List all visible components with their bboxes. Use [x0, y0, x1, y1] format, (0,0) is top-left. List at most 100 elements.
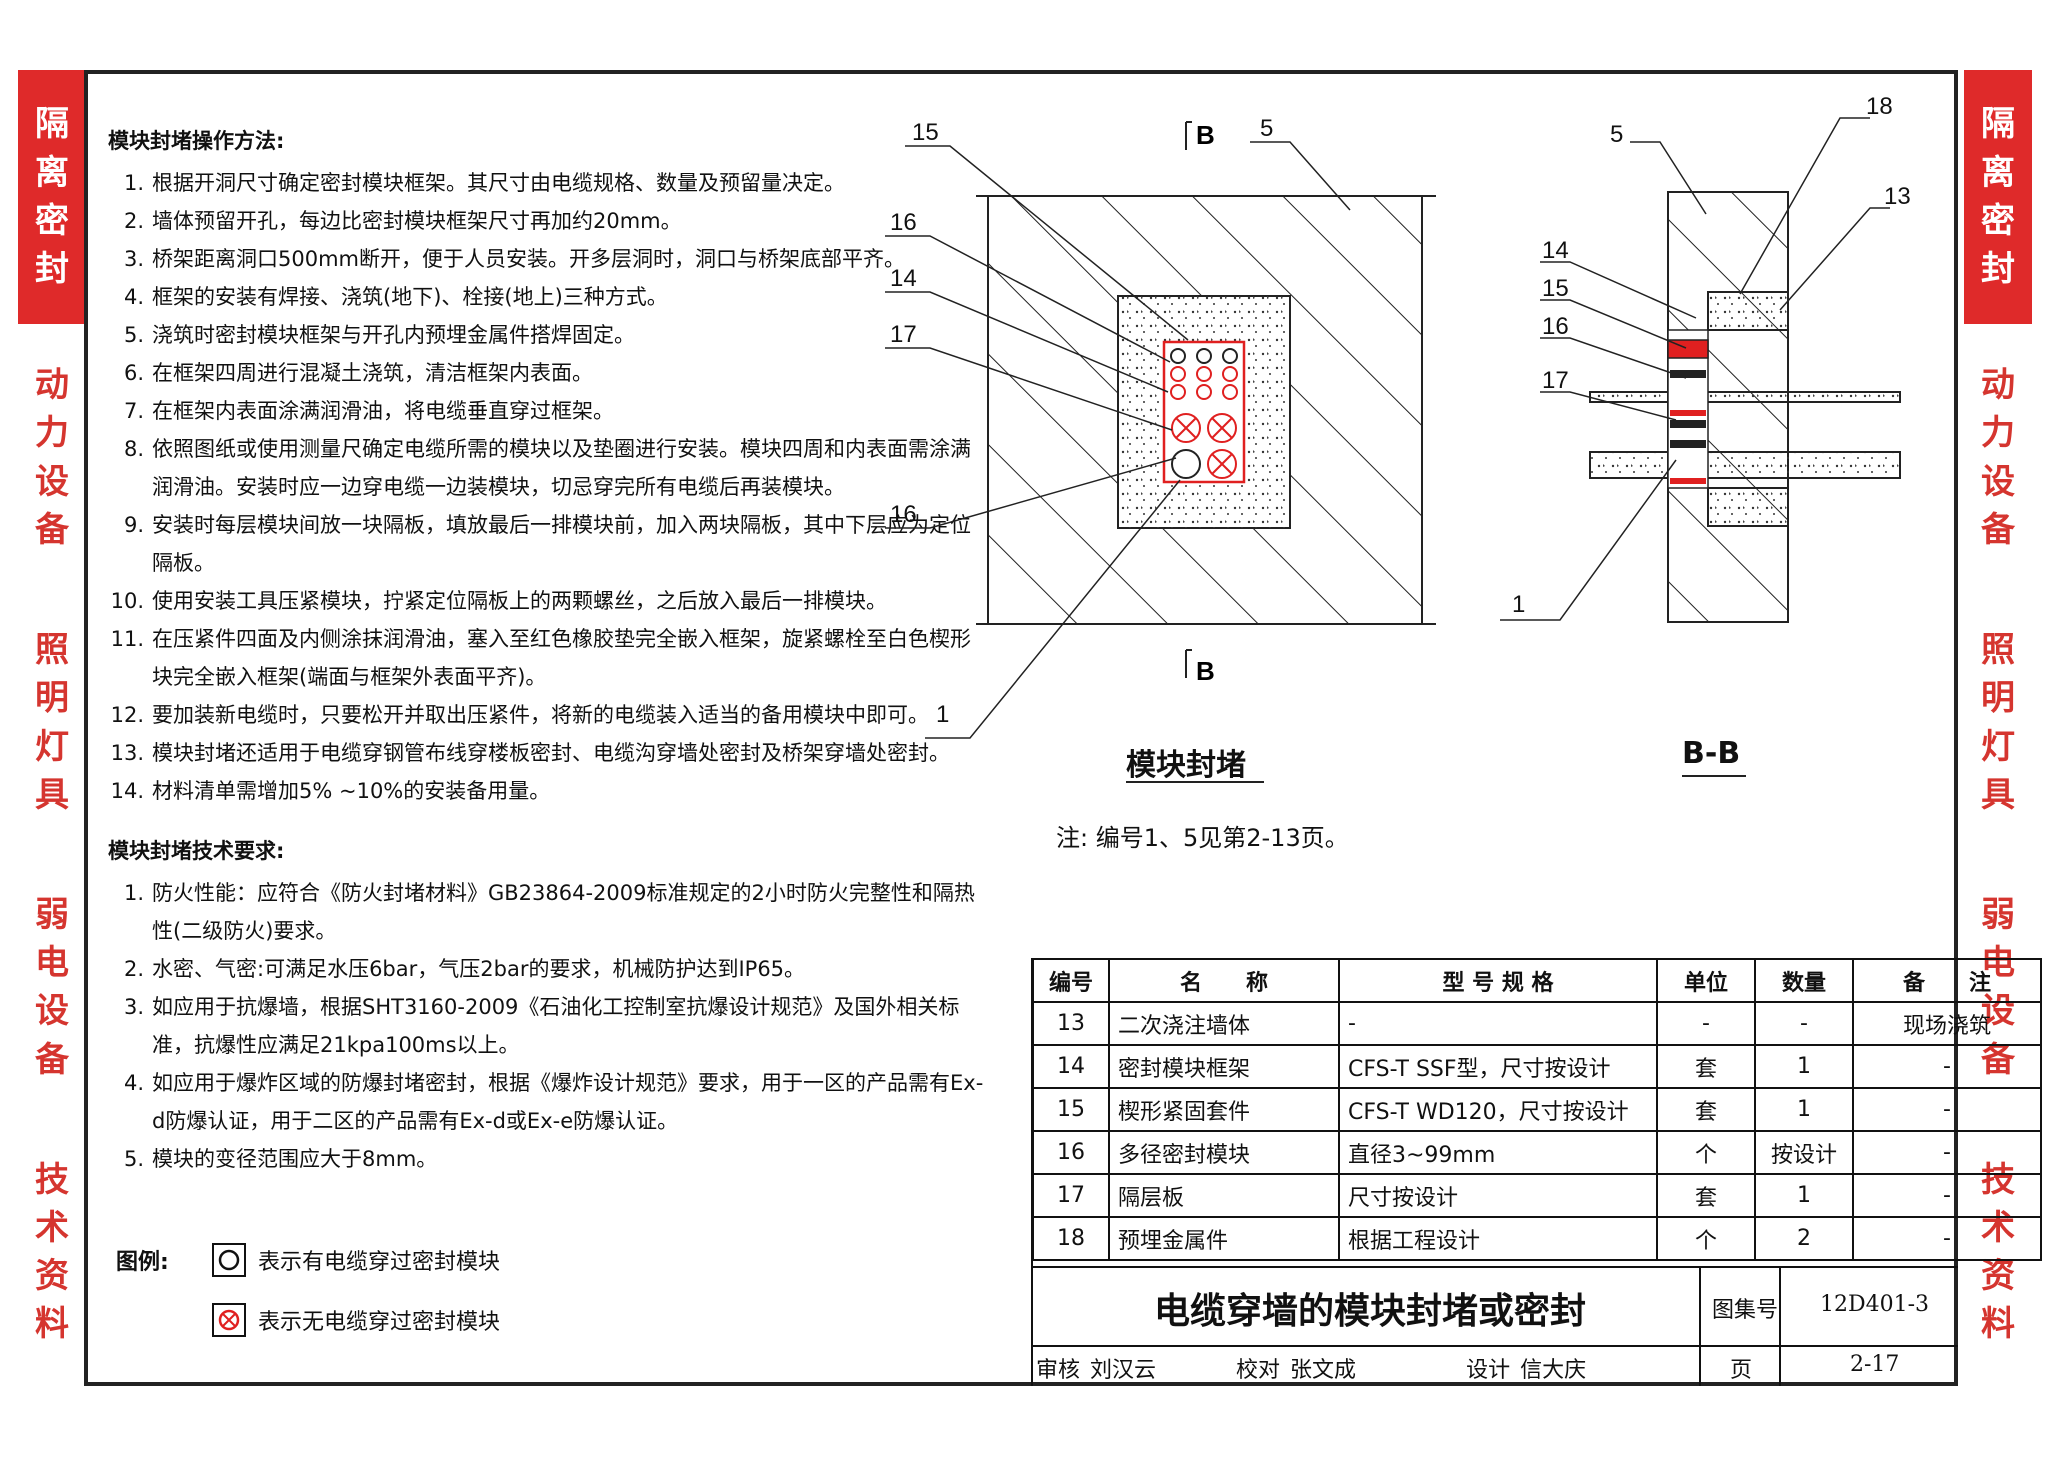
parts-header: 单位	[1656, 958, 1756, 1003]
method-item: 9.安装时每层模块间放一块隔板，填放最后一排模块前，加入两块隔板，其中下层应为定…	[123, 513, 971, 575]
parts-cell: 18	[1032, 1216, 1110, 1261]
side-tab[interactable]: 技术资料	[18, 1121, 86, 1387]
method-item: 11.在压紧件四面及内侧涂抹润滑油，塞入至红色橡胶垫完全嵌入框架，旋紧螺栓至白色…	[110, 627, 971, 689]
parts-cell: -	[1852, 1130, 2042, 1175]
method-item: 12.要加装新电缆时，只要松开并取出压紧件，将新的电缆装入适当的备用模块中即可。	[110, 703, 929, 727]
method-item: 4.框架的安装有焊接、浇筑(地下)、栓接(地上)三种方式。	[123, 285, 668, 309]
parts-header: 名 称	[1108, 958, 1340, 1003]
method-item: 6.在框架四周进行混凝土浇筑，清洁框架内表面。	[123, 361, 593, 385]
reviewer: 刘汉云	[1090, 1358, 1157, 1383]
parts-cell: 套	[1656, 1173, 1756, 1218]
legend: 图例: 表示有电缆穿过密封模块 表示无电缆穿过密封模块	[116, 1238, 500, 1358]
parts-cell: 14	[1032, 1044, 1110, 1089]
check-label: 校对	[1236, 1358, 1281, 1383]
checker: 张文成	[1290, 1358, 1357, 1383]
tech-item: 2.水密、气密:可满足水压6bar，气压2bar的要求，机械防护达到IP65。	[123, 957, 806, 981]
method-item: 13.模块封堵还适用于电缆穿钢管布线穿楼板密封、电缆沟穿墙处密封及桥架穿墙处密封…	[110, 741, 950, 765]
parts-cell: 楔形紧固套件	[1108, 1087, 1340, 1132]
parts-cell: 16	[1032, 1130, 1110, 1175]
crossed-module-icon	[212, 1303, 246, 1337]
parts-cell: 1	[1754, 1173, 1854, 1218]
parts-cell: 直径3~99mm	[1338, 1130, 1658, 1175]
legend-crossed-text: 表示无电缆穿过密封模块	[258, 1310, 501, 1335]
parts-cell: 13	[1032, 1001, 1110, 1046]
parts-cell: 2	[1754, 1216, 1854, 1261]
method-item: 2.墙体预留开孔，每边比密封模块框架尺寸再加约20mm。	[123, 209, 682, 233]
side-tab[interactable]: 隔离密封	[1964, 70, 2032, 327]
parts-cell: -	[1656, 1001, 1756, 1046]
parts-cell: 根据工程设计	[1338, 1216, 1658, 1261]
method-item: 10.使用安装工具压紧模块，拧紧定位隔板上的两颗螺丝，之后放入最后一排模块。	[110, 589, 887, 613]
parts-cell: 套	[1656, 1087, 1756, 1132]
legend-open-text: 表示有电缆穿过密封模块	[258, 1250, 501, 1275]
parts-cell: 按设计	[1754, 1130, 1854, 1175]
side-tab[interactable]: 动力设备	[18, 326, 86, 592]
tech-heading: 模块封堵技术要求:	[108, 839, 285, 863]
drawing-frame	[84, 70, 1958, 1386]
parts-cell: 个	[1656, 1130, 1756, 1175]
tech-list: 1.防火性能：应符合《防火封堵材料》GB23864-2009标准规定的2小时防火…	[108, 874, 988, 1178]
side-tab[interactable]: 隔离密封	[18, 70, 86, 327]
front-view-title: 模块封堵	[1126, 748, 1246, 783]
signature-row: 审核 刘汉云 校对 张文成 设计 信大庆	[1036, 1352, 1586, 1384]
method-item: 8.依照图纸或使用测量尺确定电缆所需的模块以及垫圈进行安装。模块四周和内表面需涂…	[123, 437, 971, 499]
parts-cell: -	[1852, 1173, 2042, 1218]
side-tab[interactable]: 弱电设备	[18, 856, 86, 1122]
method-item: 7.在框架内表面涂满润滑油，将电缆垂直穿过框架。	[123, 399, 614, 423]
parts-header: 数量	[1754, 958, 1854, 1003]
parts-cell: 预埋金属件	[1108, 1216, 1340, 1261]
review-label: 审核	[1036, 1358, 1081, 1383]
parts-cell: 多径密封模块	[1108, 1130, 1340, 1175]
parts-cell: 个	[1656, 1216, 1756, 1261]
parts-cell: 二次浇注墙体	[1108, 1001, 1340, 1046]
parts-header: 编号	[1032, 958, 1110, 1003]
parts-header: 备 注	[1852, 958, 2042, 1003]
parts-cell: 1	[1754, 1087, 1854, 1132]
parts-cell: 隔层板	[1108, 1173, 1340, 1218]
parts-cell: -	[1338, 1001, 1658, 1046]
section-view-title: B-B	[1682, 736, 1741, 771]
drawing-note: 注: 编号1、5见第2-13页。	[1056, 824, 1349, 852]
tech-item: 3.如应用于抗爆墙，根据SHT3160-2009《石油化工控制室抗爆设计规范》及…	[123, 995, 960, 1057]
tech-item: 4.如应用于爆炸区域的防爆封堵密封，根据《爆炸设计规范》要求，用于一区的产品需有…	[123, 1071, 984, 1133]
side-tab[interactable]: 照明灯具	[1964, 591, 2032, 857]
legend-label: 图例:	[116, 1250, 169, 1275]
tech-item: 5.模块的变径范围应大于8mm。	[123, 1147, 438, 1171]
design-label: 设计	[1466, 1358, 1511, 1383]
method-item: 14.材料清单需增加5% ~10%的安装备用量。	[110, 779, 551, 803]
method-item: 1.根据开洞尺寸确定密封模块框架。其尺寸由电缆规格、数量及预留量决定。	[123, 171, 845, 195]
parts-cell: 套	[1656, 1044, 1756, 1089]
atlas-number: 12D401-3	[1820, 1292, 1930, 1317]
parts-cell: -	[1852, 1087, 2042, 1132]
open-module-icon	[212, 1243, 246, 1277]
parts-cell: -	[1852, 1216, 2042, 1261]
parts-cell: 现场浇筑	[1852, 1001, 2042, 1046]
parts-cell: CFS-T SSF型，尺寸按设计	[1338, 1044, 1658, 1089]
page-number: 2-17	[1850, 1352, 1900, 1377]
parts-cell: 17	[1032, 1173, 1110, 1218]
method-list: 1.根据开洞尺寸确定密封模块框架。其尺寸由电缆规格、数量及预留量决定。 2.墙体预…	[108, 164, 988, 810]
left-tab-strip: 隔离密封动力设备照明灯具弱电设备技术资料	[18, 70, 86, 1387]
page-label: 页	[1730, 1358, 1753, 1383]
method-heading: 模块封堵操作方法:	[108, 129, 285, 153]
method-item: 5.浇筑时密封模块框架与开孔内预埋金属件搭焊固定。	[123, 323, 635, 347]
parts-cell: -	[1852, 1044, 2042, 1089]
side-tab[interactable]: 照明灯具	[18, 591, 86, 857]
method-notes: 模块封堵操作方法: 1.根据开洞尺寸确定密封模块框架。其尺寸由电缆规格、数量及预…	[108, 122, 988, 1178]
parts-cell: 尺寸按设计	[1338, 1173, 1658, 1218]
parts-cell: -	[1754, 1001, 1854, 1046]
parts-cell: 1	[1754, 1044, 1854, 1089]
side-tab[interactable]: 动力设备	[1964, 326, 2032, 592]
drawing-title: 电缆穿墙的模块封堵或密封	[1153, 1291, 1586, 1332]
method-item: 3.桥架距离洞口500mm断开，便于人员安装。开多层洞时，洞口与桥架底部平齐。	[123, 247, 905, 271]
atlas-label: 图集号	[1712, 1298, 1779, 1323]
parts-cell: CFS-T WD120，尺寸按设计	[1338, 1087, 1658, 1132]
parts-cell: 15	[1032, 1087, 1110, 1132]
designer: 信大庆	[1520, 1358, 1587, 1383]
